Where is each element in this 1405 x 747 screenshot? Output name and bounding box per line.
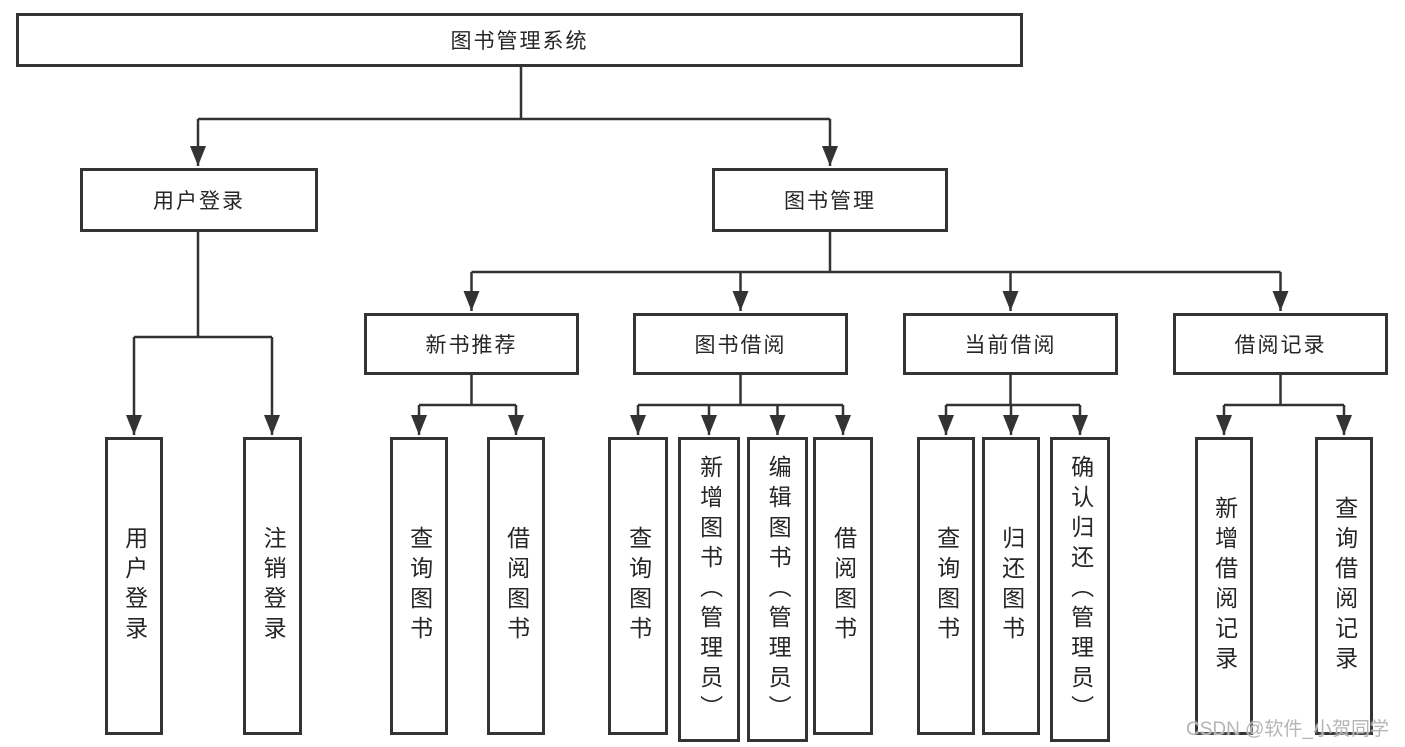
node-current-borrowing: 当前借阅: [903, 313, 1118, 375]
leaf-user-login: 用户登录: [105, 437, 163, 735]
node-new-book-recommendation: 新书推荐: [364, 313, 579, 375]
csdn-watermark: CSDN @软件_小贺同学: [1186, 719, 1389, 740]
node-book-management: 图书管理: [712, 168, 948, 232]
leaf-recommend-borrow-books-label: 借阅图书: [503, 526, 530, 646]
leaf-borrow-books-label: 借阅图书: [830, 526, 857, 646]
leaf-recommend-query-books: 查询图书: [390, 437, 448, 735]
leaf-borrowing-query-books-label: 查询图书: [625, 526, 652, 646]
leaf-recommend-borrow-books: 借阅图书: [487, 437, 545, 735]
leaf-borrowing-query-books: 查询图书: [608, 437, 668, 735]
leaf-confirm-return-admin: 确认归还（管理员）: [1050, 437, 1110, 742]
leaf-recommend-query-books-label: 查询图书: [406, 526, 433, 646]
leaf-add-books-admin: 新增图书（管理员）: [678, 437, 740, 742]
leaf-logout-label: 注销登录: [260, 526, 287, 646]
node-borrowing-records: 借阅记录: [1173, 313, 1388, 375]
leaf-confirm-return-admin-label: 确认归还（管理员）: [1067, 454, 1094, 725]
leaf-user-login-label: 用户登录: [121, 526, 148, 646]
leaf-return-books-label: 归还图书: [998, 526, 1025, 646]
node-library-management-system: 图书管理系统: [16, 13, 1023, 67]
leaf-add-borrow-record-label: 新增借阅记录: [1211, 496, 1238, 676]
leaf-query-borrow-record: 查询借阅记录: [1315, 437, 1373, 735]
leaf-current-query-books-label: 查询图书: [933, 526, 960, 646]
node-book-borrowing: 图书借阅: [633, 313, 848, 375]
leaf-add-borrow-record: 新增借阅记录: [1195, 437, 1253, 735]
leaf-add-books-admin-label: 新增图书（管理员）: [696, 454, 723, 725]
leaf-borrow-books: 借阅图书: [813, 437, 873, 735]
leaf-current-query-books: 查询图书: [917, 437, 975, 735]
leaf-logout: 注销登录: [243, 437, 302, 735]
leaf-query-borrow-record-label: 查询借阅记录: [1331, 496, 1358, 676]
leaf-return-books: 归还图书: [982, 437, 1040, 735]
node-user-login: 用户登录: [80, 168, 318, 232]
leaf-edit-books-admin: 编辑图书（管理员）: [747, 437, 808, 742]
leaf-edit-books-admin-label: 编辑图书（管理员）: [765, 454, 792, 725]
